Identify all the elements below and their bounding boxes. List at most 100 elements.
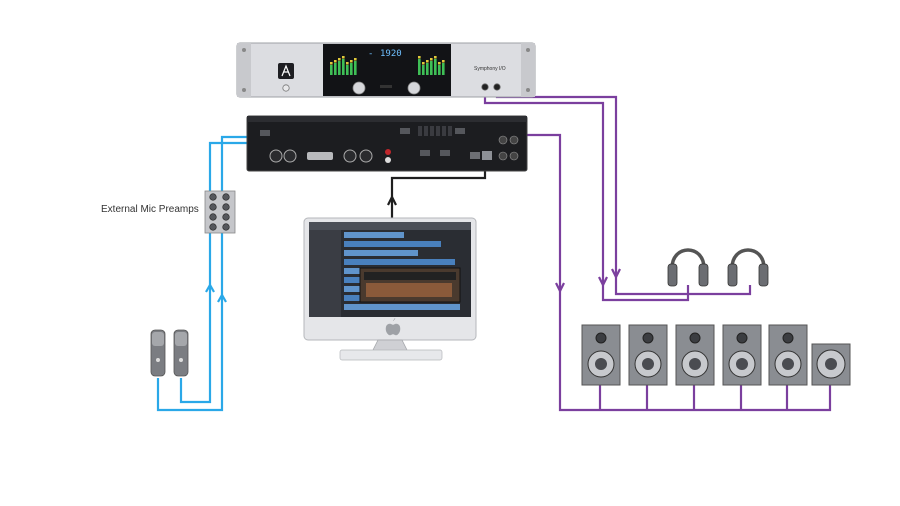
rear-knob-4[interactable] <box>509 151 519 161</box>
ethernet-port[interactable] <box>482 151 492 160</box>
meter-peak <box>422 62 425 65</box>
mic-arrow-1 <box>217 292 227 303</box>
speaker-4 <box>722 324 762 386</box>
meter-peak <box>430 58 433 61</box>
meter-peak <box>334 60 337 63</box>
preamp-knob[interactable] <box>222 223 230 231</box>
meter-peak <box>330 62 333 65</box>
db25-connector[interactable] <box>307 152 333 160</box>
display-readout: 1920 <box>380 49 402 59</box>
headphone-arrow-1 <box>598 276 608 288</box>
right-knob[interactable] <box>407 81 421 95</box>
device-name-label: Symphony I/O <box>474 66 506 72</box>
daw-track-region <box>344 241 441 247</box>
rear-port[interactable] <box>440 150 450 156</box>
meter-bar <box>338 61 341 75</box>
headphone-cable-1 <box>483 88 690 302</box>
xlr-input-2[interactable] <box>283 149 297 163</box>
meter-peak <box>342 56 345 59</box>
meter-bar <box>430 61 433 75</box>
headphone-2 <box>727 248 769 287</box>
vent-slot <box>418 126 422 136</box>
headphones <box>667 248 769 287</box>
meter-bar <box>334 63 337 75</box>
thunderbolt-port[interactable] <box>470 152 480 159</box>
meter-peak <box>350 60 353 63</box>
rear-port[interactable] <box>260 130 270 136</box>
preamp-knob[interactable] <box>209 223 217 231</box>
meter-peak <box>442 60 445 63</box>
preamp-knob[interactable] <box>222 203 230 211</box>
vent-slot <box>436 126 440 136</box>
meter-bar <box>418 59 421 75</box>
computer-arrow <box>387 194 397 206</box>
speaker-arrow <box>555 282 565 294</box>
rca-white[interactable] <box>385 157 391 163</box>
meter-peak <box>426 60 429 63</box>
power-button[interactable] <box>282 84 290 92</box>
vent-slot <box>442 126 446 136</box>
xlr-input-1[interactable] <box>269 149 283 163</box>
rear-port[interactable] <box>420 150 430 156</box>
display-prefix: - <box>368 49 373 59</box>
preamp-knob[interactable] <box>209 193 217 201</box>
meter-peak <box>354 58 357 61</box>
subwoofer <box>811 343 851 386</box>
daw-track-region <box>344 232 404 238</box>
meter-bar <box>442 63 445 75</box>
rear-knob-1[interactable] <box>498 135 508 145</box>
meter-bar <box>350 63 353 75</box>
daw-track-region <box>344 250 418 256</box>
xlr-output-1[interactable] <box>343 149 357 163</box>
meter-bar <box>426 63 429 75</box>
speaker-3 <box>675 324 715 386</box>
meter-bar <box>330 65 333 75</box>
preamps-label: External Mic Preamps <box>101 204 199 215</box>
preamp-knob[interactable] <box>209 203 217 211</box>
daw-track-region <box>344 304 460 310</box>
external-mic-preamps: External Mic Preamps <box>101 190 236 234</box>
rca-red[interactable] <box>385 149 391 155</box>
mic-cable-2 <box>179 215 212 404</box>
rear-port[interactable] <box>400 128 410 134</box>
headphone-arrow-2 <box>611 268 621 280</box>
microphones <box>150 329 189 377</box>
microphone-1 <box>150 329 166 377</box>
meter-bar <box>342 59 345 75</box>
meter-bar <box>438 65 441 75</box>
preamp-knob[interactable] <box>209 213 217 221</box>
speakers <box>581 324 851 386</box>
imac-computer <box>303 217 477 361</box>
headphone-jack-2[interactable] <box>493 83 501 91</box>
interface-rear-panel <box>246 115 528 172</box>
preamp-knob[interactable] <box>222 193 230 201</box>
mic-arrow-2 <box>205 282 215 293</box>
daw-track-region <box>344 259 455 265</box>
speaker-1 <box>581 324 621 386</box>
keyboard <box>339 349 443 361</box>
apple-logo-icon <box>385 317 401 336</box>
mic-cable-1 <box>156 215 224 412</box>
rear-port[interactable] <box>455 128 465 134</box>
meter-bar <box>422 65 425 75</box>
rear-knob-2[interactable] <box>509 135 519 145</box>
vent-slot <box>424 126 428 136</box>
meter-peak <box>346 62 349 65</box>
rear-knob-3[interactable] <box>498 151 508 161</box>
meter-bar <box>346 65 349 75</box>
vent-slot <box>430 126 434 136</box>
left-knob[interactable] <box>352 81 366 95</box>
microphone-2 <box>173 329 189 377</box>
vent-slot <box>448 126 452 136</box>
headphone-1 <box>667 248 709 287</box>
xlr-output-2[interactable] <box>359 149 373 163</box>
meter-bar <box>354 61 357 75</box>
meter-peak <box>438 62 441 65</box>
preamp-knob[interactable] <box>222 213 230 221</box>
meter-peak <box>418 56 421 59</box>
speaker-2 <box>628 324 668 386</box>
headphone-jack-1[interactable] <box>481 83 489 91</box>
preamp-knobs <box>209 193 230 231</box>
level-meters <box>330 56 445 75</box>
